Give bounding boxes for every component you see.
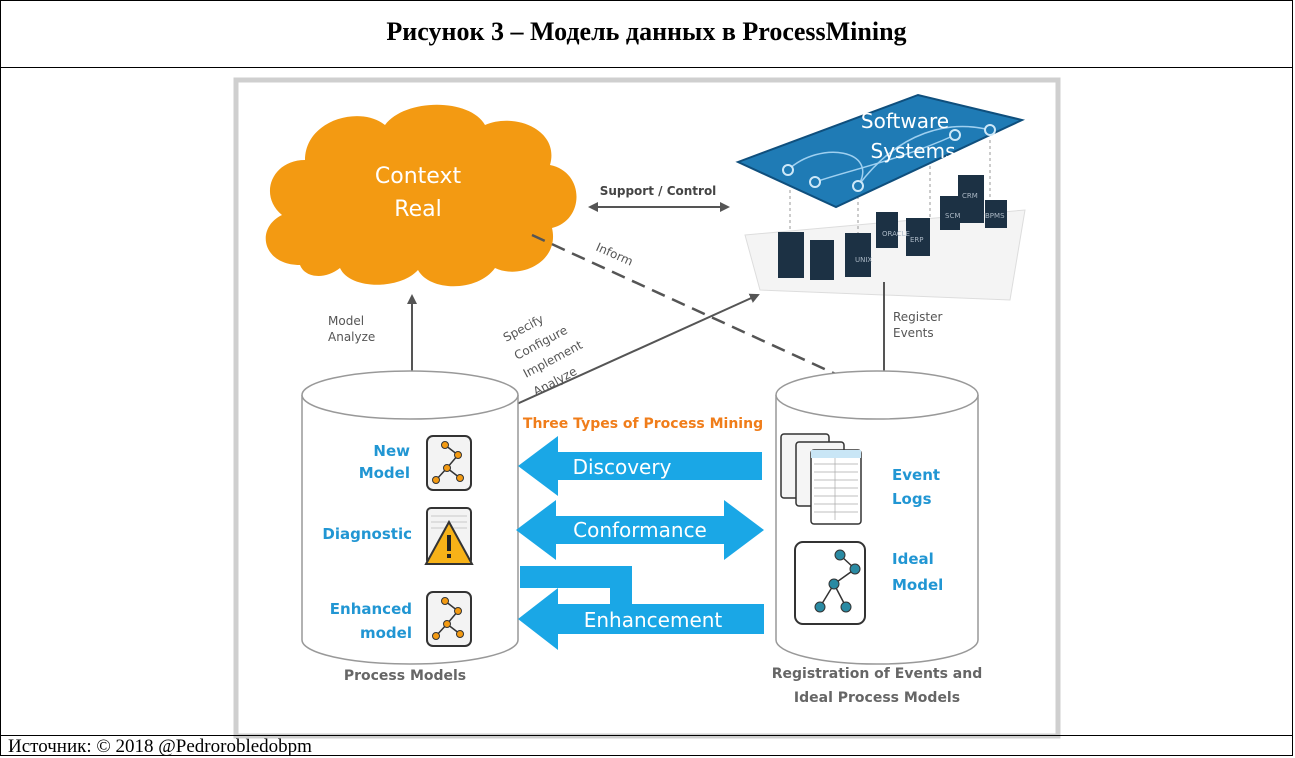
new-model-graph-icon <box>426 435 472 491</box>
server-label-4: SCM <box>945 212 960 220</box>
ideal-model-label-2: Model <box>892 576 943 594</box>
diagnostic-item: Diagnostic <box>322 507 474 565</box>
enhancement-arrow: Enhancement <box>518 566 764 650</box>
register-events-label-1: Register <box>893 310 942 324</box>
conformance-label: Conformance <box>573 518 707 542</box>
ideal-model-item: Ideal Model <box>794 541 943 625</box>
software-label-1: Software <box>861 109 949 133</box>
cloud-label-real: Real <box>394 197 441 222</box>
event-logs-label-1: Event <box>892 466 940 484</box>
enhanced-model-item: Enhanced model <box>330 591 472 647</box>
event-logs-label-2: Logs <box>892 490 932 508</box>
support-control-arrow: Support / Control <box>588 184 730 212</box>
register-events-label-2: Events <box>893 326 934 340</box>
register-events-arrow: Register Events <box>879 282 942 390</box>
diagnostic-label: Diagnostic <box>322 525 412 543</box>
enhancement-label: Enhancement <box>584 608 723 632</box>
source-row: Источник: © 2018 @Pedrorobledobpm <box>0 735 1293 758</box>
enhanced-model-label-2: model <box>360 624 412 642</box>
figure-title-row: Рисунок 3 – Модель данных в ProcessMinin… <box>0 0 1293 68</box>
support-control-label: Support / Control <box>600 184 717 198</box>
ideal-model-label-1: Ideal <box>892 550 934 568</box>
new-model-item: New Model <box>359 435 472 491</box>
ideal-model-graph-icon <box>794 541 866 625</box>
software-platform <box>735 93 1026 209</box>
context-real-cloud: Context Real <box>265 104 577 287</box>
model-analyze-label-2: Analyze <box>328 330 375 344</box>
enhanced-model-label-1: Enhanced <box>330 600 412 618</box>
server-towers <box>778 175 1007 280</box>
warning-icon <box>424 507 474 565</box>
left-cylinder-caption: Process Models <box>344 668 466 684</box>
server-label-3: ERP <box>910 236 924 244</box>
server-label-2: ORACLE <box>882 230 910 238</box>
process-models-cylinder <box>301 370 519 665</box>
event-logs-item: Event Logs <box>780 433 940 525</box>
new-model-label-1: New <box>373 442 410 460</box>
model-analyze-label-1: Model <box>328 314 364 328</box>
figure-source: Источник: © 2018 @Pedrorobledobpm <box>8 736 312 757</box>
cloud-label-context: Context <box>375 164 462 189</box>
three-types-title: Three Types of Process Mining <box>523 416 763 432</box>
discovery-arrow: Discovery <box>518 436 762 496</box>
figure-title: Рисунок 3 – Модель данных в ProcessMinin… <box>386 17 907 46</box>
software-systems-illustration: UNIX ORACLE ERP SCM CRM BPMS Software <box>735 93 1026 301</box>
server-label-6: BPMS <box>985 212 1005 220</box>
server-label-1: UNIX <box>855 256 872 264</box>
server-label-5: CRM <box>962 192 978 200</box>
right-cylinder-caption-2: Ideal Process Models <box>794 690 960 706</box>
model-analyze-arrow: Model Analyze <box>328 294 417 378</box>
enhanced-model-graph-icon <box>426 591 472 647</box>
discovery-label: Discovery <box>573 455 672 479</box>
conformance-arrow: Conformance <box>516 500 764 560</box>
software-label-2: Systems <box>871 139 956 163</box>
new-model-label-2: Model <box>359 464 410 482</box>
right-cylinder-caption-1: Registration of Events and <box>772 666 983 682</box>
event-log-table-icon <box>780 433 862 525</box>
